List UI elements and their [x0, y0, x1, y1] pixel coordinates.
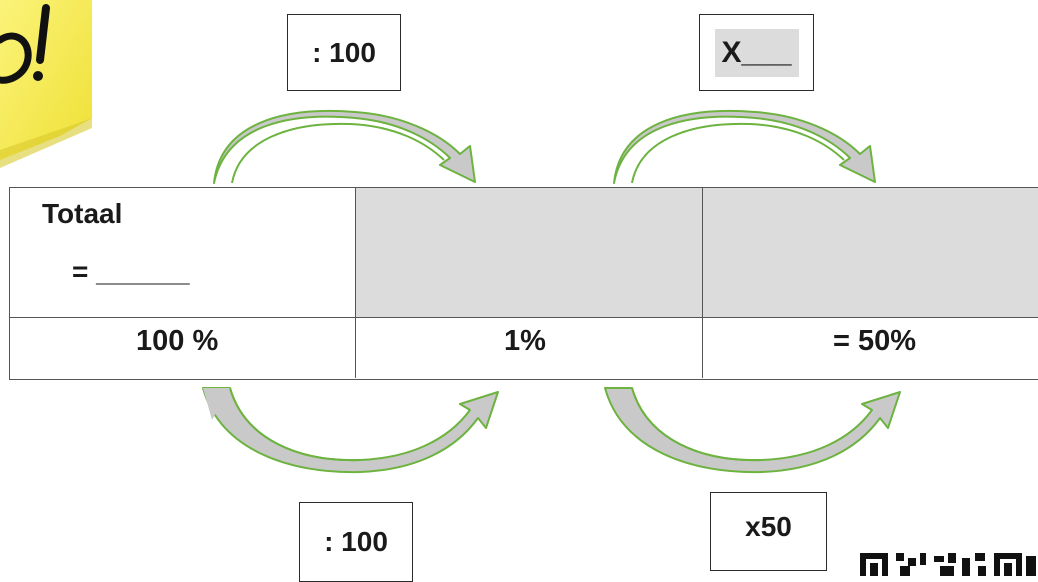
- bottom-multiply-label: x50: [745, 511, 792, 542]
- top-multiply-box: X___: [699, 14, 814, 91]
- bottom-multiply-box: x50: [710, 492, 827, 571]
- sticky-note-icon: [0, 0, 92, 180]
- ratio-table: Totaal = ______ 100 % 1% = 50%: [9, 187, 1038, 380]
- bottom-arrow-1-icon: [202, 387, 499, 474]
- cell-50-percent: = 50%: [703, 318, 1038, 378]
- value-1-percent: 1%: [504, 325, 546, 357]
- top-arrow-2-icon: [613, 109, 876, 184]
- top-divide-box: : 100: [287, 14, 401, 91]
- cell-1-percent: 1%: [356, 318, 703, 378]
- total-title: Totaal: [42, 198, 123, 229]
- top-arrow-1-icon: [213, 109, 476, 184]
- value-100-percent: 100 %: [136, 325, 219, 357]
- top-multiply-fill: X___: [714, 28, 799, 77]
- cell-grey-1: [356, 188, 703, 318]
- bottom-divide-label: : 100: [324, 526, 388, 557]
- bottom-arrow-2-icon: [604, 387, 901, 474]
- cell-total-header: Totaal = ______: [10, 188, 356, 318]
- total-blank: = ______: [72, 256, 190, 287]
- cell-grey-2: [703, 188, 1038, 318]
- top-divide-label: : 100: [312, 36, 376, 68]
- value-50-percent: = 50%: [833, 325, 917, 357]
- bottom-divide-box: : 100: [299, 502, 413, 582]
- cell-100-percent: 100 %: [10, 318, 356, 378]
- top-multiply-label: X___: [721, 35, 792, 69]
- qr-code-icon: [855, 548, 1038, 576]
